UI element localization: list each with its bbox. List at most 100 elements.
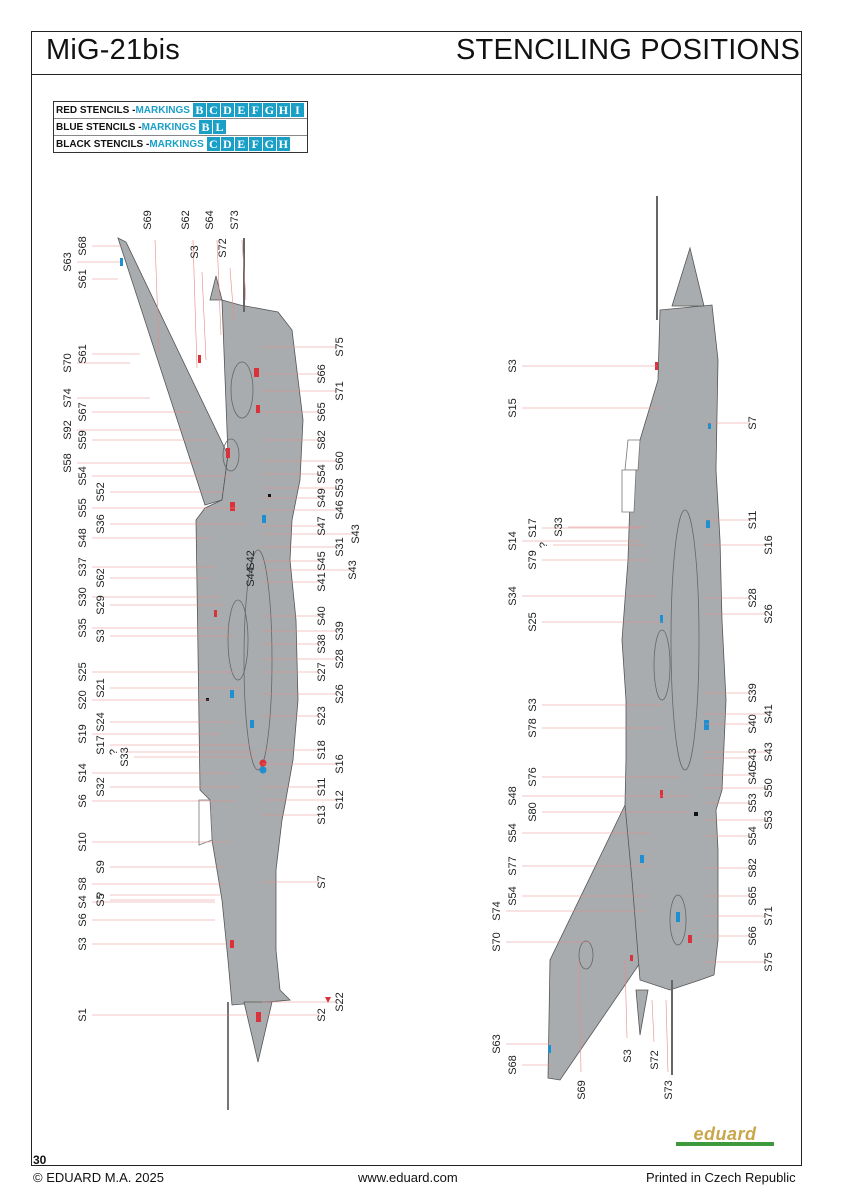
stencil-label: S30 <box>77 587 89 607</box>
left-view-panel-oval <box>227 599 249 681</box>
stencil-label: S1 <box>77 1008 89 1021</box>
stencil-label: S7 <box>747 416 759 429</box>
stencil-label: S25 <box>527 612 539 632</box>
stencil-label: S8 <box>77 877 89 890</box>
left-view-stencil-marks <box>120 258 271 1022</box>
printed-in-text: Printed in Czech Republic <box>646 1170 796 1185</box>
stencil-mark <box>230 690 234 698</box>
stencil-mark <box>254 368 259 377</box>
page-title: STENCILING POSITIONS <box>456 34 800 66</box>
stencil-label: S60 <box>334 451 346 471</box>
callout-line <box>216 239 222 336</box>
stencil-label: S74 <box>62 388 74 408</box>
callout-line <box>229 267 235 321</box>
stencil-mark <box>256 1012 261 1022</box>
stencil-label: S61 <box>77 344 89 364</box>
stencil-label: S43 <box>347 560 359 580</box>
stencil-label: S66 <box>316 364 328 384</box>
stencil-mark <box>688 935 692 943</box>
stencil-label: S40 <box>747 714 759 734</box>
stencil-label: S9 <box>95 860 107 873</box>
stencil-label: S69 <box>142 210 154 230</box>
marking-badge: I <box>290 103 304 117</box>
copyright-text: © EDUARD M.A. 2025 <box>33 1170 164 1185</box>
stencil-label: S26 <box>763 604 775 624</box>
stencil-label: S54 <box>316 464 328 484</box>
stencil-label: S71 <box>763 906 775 926</box>
stencil-mark <box>268 494 271 497</box>
left-view-roundel-red <box>259 759 267 767</box>
stencil-label: S67 <box>77 402 89 422</box>
left-view-canopy <box>198 799 213 846</box>
stencil-label: S53 <box>334 478 346 498</box>
stencil-label: S64 <box>204 210 216 230</box>
stencil-label: S28 <box>334 649 346 669</box>
stencil-label: S49 <box>316 488 328 508</box>
left-aircraft-view <box>117 237 331 1110</box>
stencil-label: S16 <box>334 754 346 774</box>
stencil-label: S18 <box>316 740 328 760</box>
left-view-fuselage <box>195 299 304 1006</box>
stencil-label: S68 <box>77 236 89 256</box>
stencil-label: ? <box>95 892 107 898</box>
marking-badge: B <box>192 103 206 117</box>
stencil-mark <box>694 812 698 816</box>
marking-badge: D <box>220 103 234 117</box>
stencil-label: S43 <box>763 742 775 762</box>
stencil-label: S65 <box>747 886 759 906</box>
stencil-label: S14 <box>507 531 519 551</box>
stencil-label: S63 <box>491 1034 503 1054</box>
stencil-label: S40 <box>316 606 328 626</box>
website-link[interactable]: www.eduard.com <box>358 1170 458 1185</box>
stencil-mark <box>256 405 260 413</box>
callout-line <box>624 959 628 1039</box>
stencil-label: S3 <box>189 245 201 258</box>
stencil-label: S48 <box>507 786 519 806</box>
stencil-label: S68 <box>507 1055 519 1075</box>
stencil-label: S69 <box>576 1080 588 1100</box>
stencil-label: S12 <box>334 790 346 810</box>
stencil-label: S46 <box>334 500 346 520</box>
left-view-tail-fin <box>209 275 223 301</box>
stencil-mark <box>660 790 663 798</box>
stencil-mark <box>676 912 680 922</box>
aircraft-title: MiG-21bis <box>46 34 180 66</box>
right-view-wing-oval <box>578 940 594 970</box>
stencil-label: S3 <box>77 937 89 950</box>
left-view-nose-cone <box>243 1001 273 1063</box>
stencil-label: S23 <box>316 706 328 726</box>
stencil-label: S28 <box>747 588 759 608</box>
right-view-panel-oval <box>669 894 687 946</box>
callout-line <box>665 999 669 1073</box>
page-number: 30 <box>33 1153 47 1167</box>
stencil-label: S26 <box>334 684 346 704</box>
callout-lines <box>77 239 766 1073</box>
stencil-label: S41 <box>763 704 775 724</box>
stencil-label: S3 <box>527 698 539 711</box>
legend-label: BLUE STENCILS - <box>56 121 142 133</box>
stencil-label: S35 <box>77 618 89 638</box>
marking-badge: E <box>234 103 248 117</box>
stencil-label: S74 <box>491 901 503 921</box>
marking-badge: B <box>199 120 213 134</box>
stencil-label: S73 <box>663 1080 675 1100</box>
stencil-label: S82 <box>316 430 328 450</box>
callout-line <box>192 239 198 369</box>
stencil-label: S31 <box>334 537 346 557</box>
left-view-panel-oval <box>222 438 240 472</box>
marking-badge: H <box>276 103 290 117</box>
stencil-label: S11 <box>747 511 759 530</box>
stencil-label: S55 <box>77 498 89 518</box>
stencil-label: S27 <box>316 662 328 682</box>
stencil-label: S43 <box>350 524 362 544</box>
marking-badge: C <box>206 137 220 151</box>
callout-line <box>241 239 247 301</box>
marking-badge: F <box>248 137 262 151</box>
marking-badge: E <box>234 137 248 151</box>
stencil-label: S39 <box>747 683 759 703</box>
